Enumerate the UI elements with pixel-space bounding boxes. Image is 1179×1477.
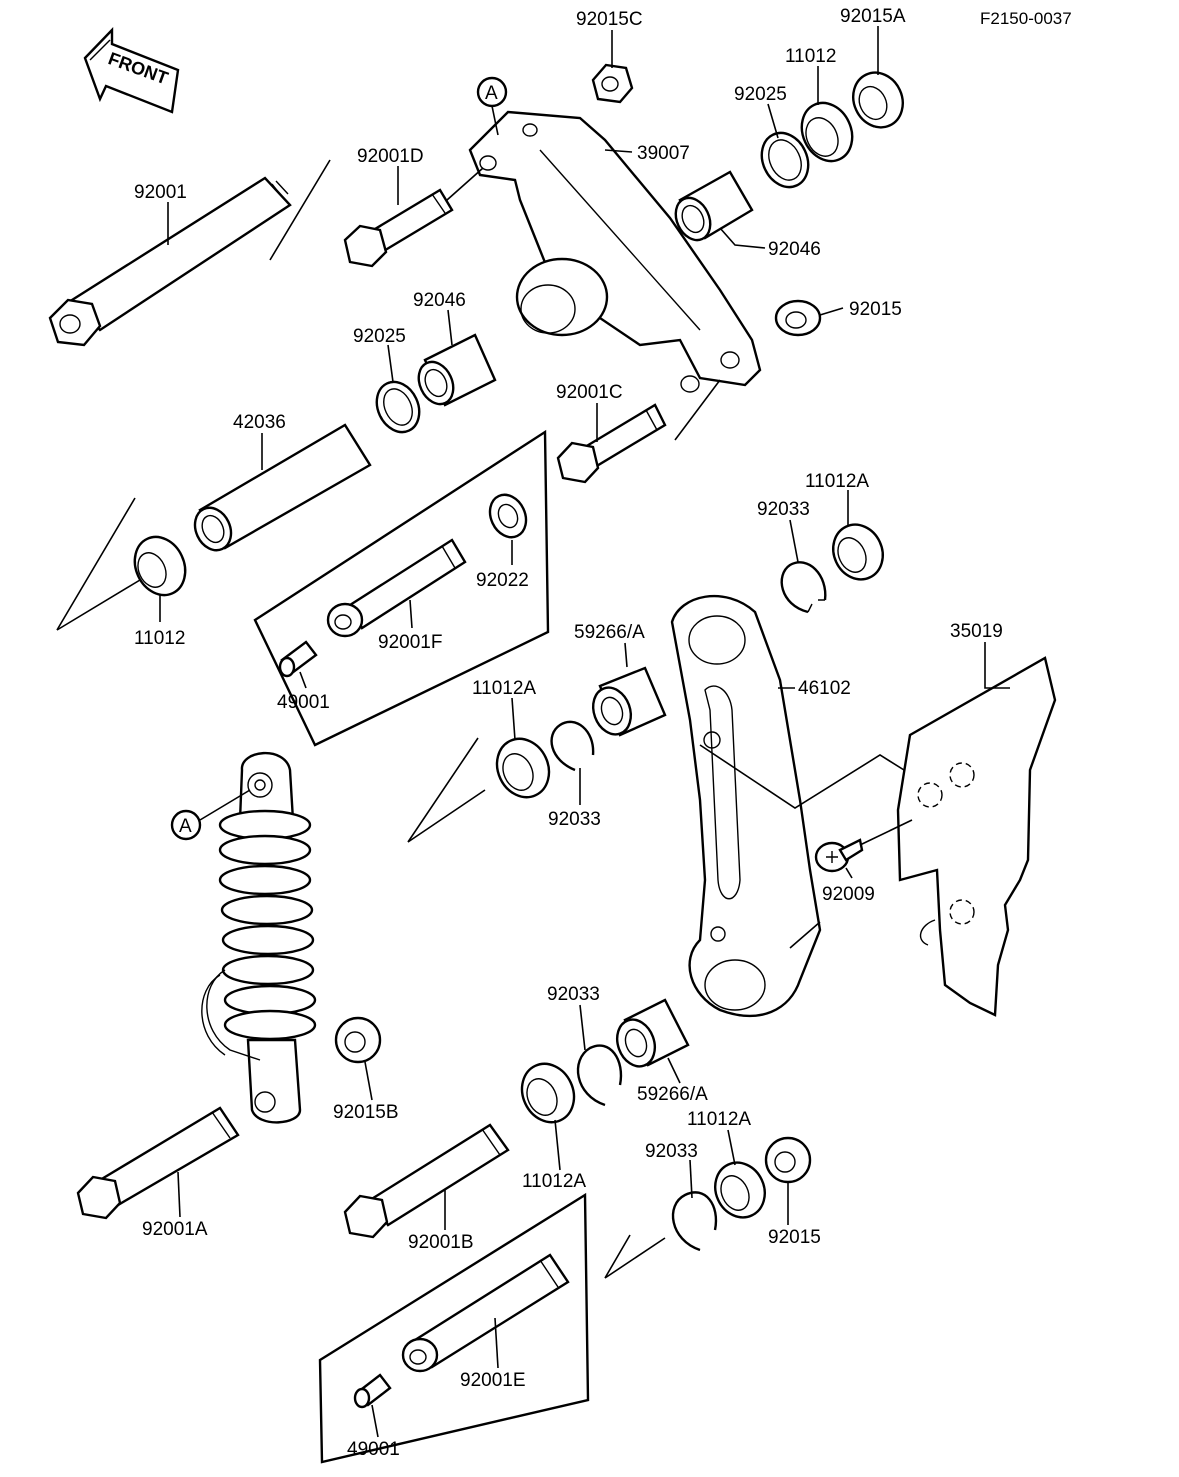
label-92001C: 92001C (556, 382, 623, 403)
label-92033-topright: 92033 (757, 499, 810, 520)
nut-92015C (591, 63, 634, 104)
cover-35019 (896, 656, 1057, 1017)
label-92022: 92022 (476, 570, 529, 591)
ref-marker-shock-label: A (179, 816, 192, 837)
label-39007: 39007 (637, 143, 690, 164)
label-92001D: 92001D (357, 146, 424, 167)
nut-92015-bottom (764, 1136, 812, 1184)
label-11012A-lowright: 11012A (687, 1109, 751, 1130)
label-92001: 92001 (134, 182, 187, 203)
circlip-92033-low (576, 1044, 623, 1107)
label-92046-right: 92046 (768, 239, 821, 260)
label-11012A-topright: 11012A (805, 471, 869, 492)
shock-absorber (201, 751, 317, 1124)
label-92025-left: 92025 (353, 326, 406, 347)
label-11012-top: 11012 (785, 46, 836, 67)
grease-fitting-kit-box-bottom (318, 1192, 590, 1464)
bearing-11012A-low (520, 1062, 576, 1124)
label-92015-mid: 92015 (849, 299, 902, 320)
part-labels: 92015C 92015A 11012 92025 92001D 39007 9… (134, 6, 1003, 1460)
label-11012A-mid: 11012A (472, 678, 536, 699)
label-92015A: 92015A (840, 6, 906, 27)
label-92001B: 92001B (408, 1232, 474, 1253)
figure-code: F2150-0037 (980, 9, 1072, 28)
label-46102: 46102 (798, 678, 851, 699)
nut-92015A (852, 71, 904, 129)
label-92033-bottom: 92033 (645, 1141, 698, 1162)
bolt-92001E (401, 1253, 570, 1373)
label-11012-left: 11012 (134, 628, 185, 649)
label-92001E: 92001E (460, 1370, 526, 1391)
bolt-92001C (556, 403, 667, 484)
label-42036: 42036 (233, 412, 286, 433)
circlip-92033-topright (780, 561, 827, 614)
bearing-11012A-lowright (714, 1161, 766, 1219)
grease-nipple-49001-bottom (353, 1373, 392, 1409)
grease-nipple-49001-top (278, 640, 318, 678)
bearing-11012A-topright (832, 523, 884, 581)
label-92009: 92009 (822, 884, 875, 905)
label-59266A-low: 59266/A (637, 1084, 708, 1105)
bolt-92001B (343, 1123, 510, 1239)
ref-marker-top-label: A (485, 83, 498, 104)
bearing-92046-left (417, 333, 497, 407)
screw-92009 (814, 838, 864, 873)
label-35019: 35019 (950, 621, 1003, 642)
nut-92015-mid (774, 299, 822, 337)
tie-rod-46102 (670, 595, 822, 1018)
bolt-92001F (326, 538, 467, 638)
label-92046-left: 92046 (413, 290, 466, 311)
label-59266A-top: 59266/A (574, 622, 645, 643)
bearing-11012A-mid (495, 737, 551, 799)
washer-92022 (488, 493, 528, 539)
collar-59266A-low (615, 998, 690, 1068)
label-49001-bottom: 49001 (347, 1439, 400, 1460)
label-92015-bottom: 92015 (768, 1227, 821, 1248)
label-49001-top: 49001 (277, 692, 330, 713)
front-arrow: FRONT (83, 27, 180, 114)
bolt-92001 (48, 176, 292, 347)
label-92033-low: 92033 (547, 984, 600, 1005)
bearing-11012-top (800, 101, 854, 163)
ring-92025-left (375, 380, 421, 434)
label-92001A: 92001A (142, 1219, 208, 1240)
leader-lines (159, 26, 1010, 1438)
label-92015C: 92015C (576, 9, 643, 30)
circlip-92033-mid (550, 720, 595, 772)
label-11012A-low: 11012A (522, 1171, 586, 1192)
ref-marker-shock: A (170, 809, 202, 841)
label-92001F: 92001F (378, 632, 442, 653)
collar-59266A-top (591, 666, 667, 737)
ring-92025-top (760, 131, 810, 189)
ref-marker-top: A (476, 76, 508, 108)
grease-fitting-kit-box-top (253, 429, 550, 747)
label-92033-mid: 92033 (548, 809, 601, 830)
collar-42036 (193, 423, 372, 552)
bearing-11012-left (133, 535, 187, 597)
bearing-92046-right (674, 170, 754, 242)
label-92025-top: 92025 (734, 84, 787, 105)
circlip-92033-bottom (671, 1191, 718, 1252)
label-92015B: 92015B (333, 1102, 399, 1123)
bolt-92001A (76, 1106, 240, 1220)
nut-92015B (334, 1016, 382, 1064)
rocker-arm-39007 (468, 110, 762, 393)
bolt-92001D (343, 188, 454, 268)
